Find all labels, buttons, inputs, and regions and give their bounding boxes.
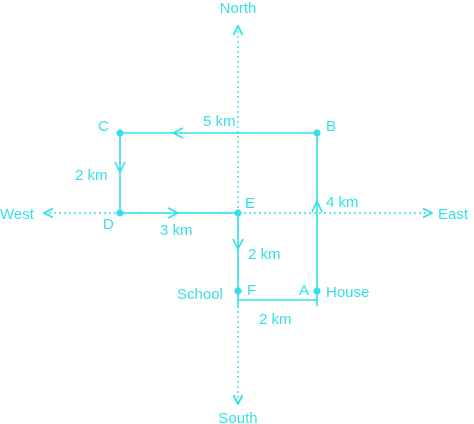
house-label: House [326,284,369,301]
south-label: South [218,410,257,424]
east-label: East [438,206,469,223]
point-b [313,129,321,137]
point-f [234,287,242,295]
distance-c-d-label: 2 km [75,167,108,184]
point-a-label: A [299,282,309,299]
arrow-a-b [311,199,323,213]
point-a [313,287,321,295]
west-label: West [0,206,35,223]
distance-e-f-label: 2 km [248,246,281,263]
point-b-label: B [326,118,336,135]
point-c-label: C [98,118,109,135]
point-d [116,209,124,217]
arrow-d-e [167,207,180,219]
arrow-e-f [232,238,244,251]
school-label: School [177,286,223,303]
distance-f-a-label: 2 km [259,311,292,328]
distance-a-b-label: 4 km [326,194,359,211]
arrow-c-d [114,161,126,174]
point-f-label: F [247,282,256,299]
point-c [116,129,124,137]
arrow-b-c [171,127,184,139]
distance-d-e-label: 3 km [160,222,193,239]
distance-b-c-label: 5 km [203,113,236,130]
north-label: North [220,0,257,17]
point-e [234,209,242,217]
point-d-label: D [103,216,114,233]
point-e-label: E [245,195,255,212]
